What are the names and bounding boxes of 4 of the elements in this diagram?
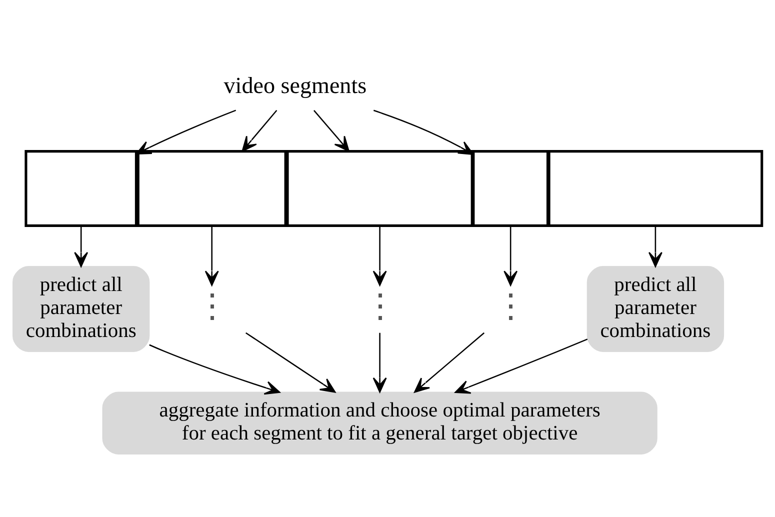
node-text: ⋮ (494, 288, 528, 325)
node-text: ⋮ (363, 288, 396, 325)
node-text: video segments (224, 71, 367, 98)
node-text: ⋮ (195, 288, 228, 325)
